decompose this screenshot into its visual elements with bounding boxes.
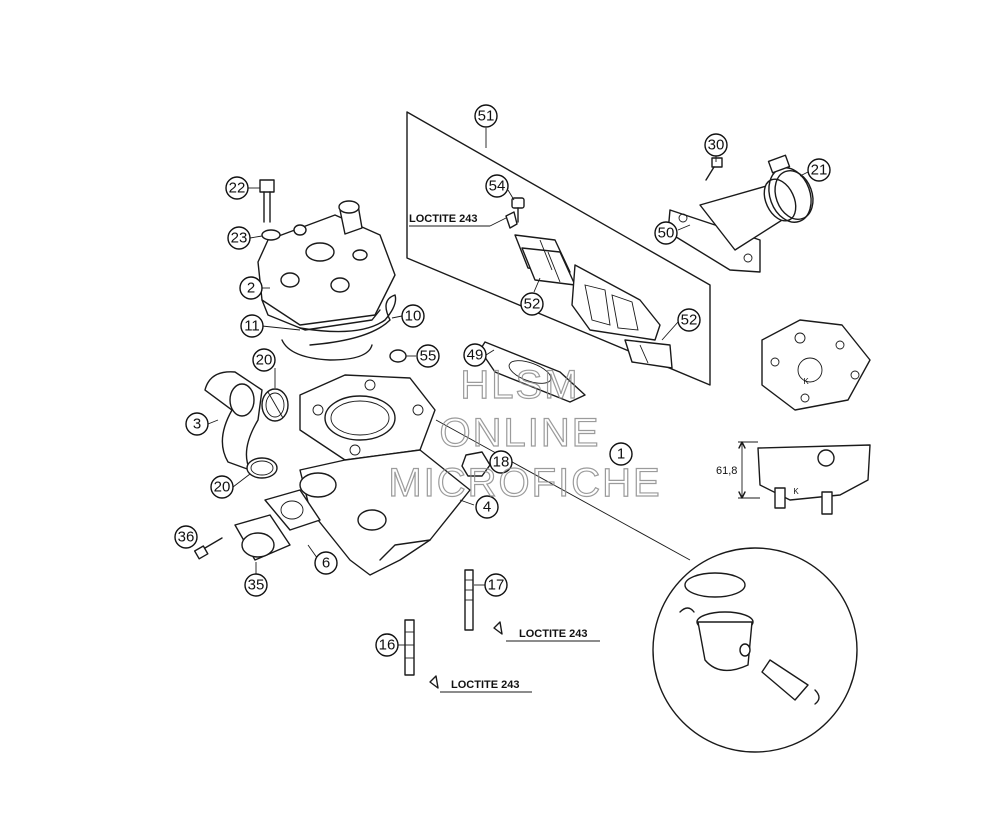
flange-bolt — [193, 537, 223, 560]
intake-manifold — [667, 178, 797, 273]
head-washer — [261, 229, 281, 241]
loctite-note-stud-long: LOCTITE 243 — [506, 628, 600, 642]
svg-text:50: 50 — [658, 225, 675, 242]
ref-mark-side: K — [793, 487, 799, 496]
callout-50: 50 — [654, 221, 678, 245]
exhaust-elbow — [204, 371, 263, 471]
loctite-note-reed: LOCTITE 243 — [409, 213, 507, 227]
callout-2: 2 — [239, 276, 263, 300]
callout-36: 36 — [174, 525, 198, 549]
svg-text:20: 20 — [256, 352, 273, 369]
reed-valve-group-panel — [406, 111, 711, 386]
callout-4: 4 — [475, 495, 499, 519]
svg-text:35: 35 — [248, 577, 265, 594]
callout-18: 18 — [489, 450, 513, 474]
callout-3: 3 — [185, 412, 209, 436]
manifold-bolt — [705, 157, 723, 181]
svg-text:18: 18 — [493, 454, 510, 471]
svg-text:51: 51 — [478, 108, 495, 125]
svg-text:55: 55 — [420, 348, 437, 365]
callout-16: 16 — [375, 633, 399, 657]
dowel-pin — [389, 349, 407, 363]
svg-text:21: 21 — [811, 162, 828, 179]
piston-detail — [435, 419, 858, 753]
callout-49: 49 — [463, 343, 487, 367]
stud-short — [404, 619, 439, 689]
callout-51: 51 — [474, 104, 498, 128]
callout-20-upper: 20 — [252, 348, 276, 372]
svg-text:6: 6 — [322, 555, 330, 572]
callout-22: 22 — [225, 176, 249, 200]
svg-text:2: 2 — [247, 280, 255, 297]
cylinder-nut — [461, 451, 491, 477]
watermark: HLSM ONLINE MICROFICHE — [388, 362, 661, 505]
head-top-view — [761, 319, 871, 411]
svg-text:HLSM: HLSM — [460, 363, 579, 407]
svg-text:MICROFICHE: MICROFICHE — [388, 461, 661, 505]
callout-52-left: 52 — [520, 292, 544, 316]
svg-text:10: 10 — [405, 308, 422, 325]
svg-text:3: 3 — [193, 416, 201, 433]
ref-mark-top: K — [803, 377, 809, 386]
stud-long — [464, 569, 503, 635]
svg-text:11: 11 — [244, 318, 260, 335]
exhaust-flange — [234, 514, 291, 561]
callout-30: 30 — [704, 133, 728, 157]
reed-petals-left — [514, 234, 576, 286]
callout-1: 1 — [609, 442, 633, 466]
o-ring-outer — [299, 294, 397, 346]
svg-text:17: 17 — [488, 577, 505, 594]
cylinder-head — [257, 200, 396, 331]
callout-11: 11 — [240, 314, 264, 338]
svg-text:20: 20 — [214, 479, 231, 496]
callout-35: 35 — [244, 573, 268, 597]
svg-text:23: 23 — [231, 230, 248, 247]
hose-clamp-upper — [261, 388, 289, 422]
svg-text:LOCTITE 243: LOCTITE 243 — [409, 213, 477, 225]
svg-text:LOCTITE 243: LOCTITE 243 — [451, 679, 519, 691]
hose-clamp-lower — [246, 457, 278, 479]
reed-valve-block — [571, 264, 673, 369]
svg-text:54: 54 — [489, 178, 506, 195]
svg-text:22: 22 — [229, 180, 246, 197]
callout-6: 6 — [314, 551, 338, 575]
svg-text:49: 49 — [467, 347, 484, 364]
reed-screw — [505, 197, 525, 229]
callout-21: 21 — [807, 158, 831, 182]
svg-text:1: 1 — [617, 446, 625, 463]
svg-text:30: 30 — [708, 137, 725, 154]
svg-text:16: 16 — [379, 637, 396, 654]
callout-20-lower: 20 — [210, 475, 234, 499]
exhaust-gasket — [264, 489, 321, 531]
head-bolt — [259, 179, 275, 223]
hose-clamp-top — [767, 154, 814, 223]
callout-23: 23 — [227, 226, 251, 250]
cylinder — [299, 374, 471, 576]
callout-17: 17 — [484, 573, 508, 597]
svg-text:4: 4 — [483, 499, 491, 516]
head-side-view — [738, 441, 871, 515]
svg-text:36: 36 — [178, 529, 195, 546]
callout-10: 10 — [401, 304, 425, 328]
dimension-label: 61,8 — [716, 465, 737, 477]
leader-lines — [207, 156, 809, 646]
callout-54: 54 — [485, 174, 509, 198]
svg-text:ONLINE: ONLINE — [440, 411, 601, 455]
callout-52-right: 52 — [677, 308, 701, 332]
svg-text:52: 52 — [524, 296, 541, 313]
callout-55: 55 — [416, 344, 440, 368]
o-ring-inner — [281, 339, 373, 361]
svg-text:52: 52 — [681, 312, 698, 329]
svg-text:LOCTITE 243: LOCTITE 243 — [519, 628, 587, 640]
loctite-note-stud-short: LOCTITE 243 — [440, 679, 532, 693]
